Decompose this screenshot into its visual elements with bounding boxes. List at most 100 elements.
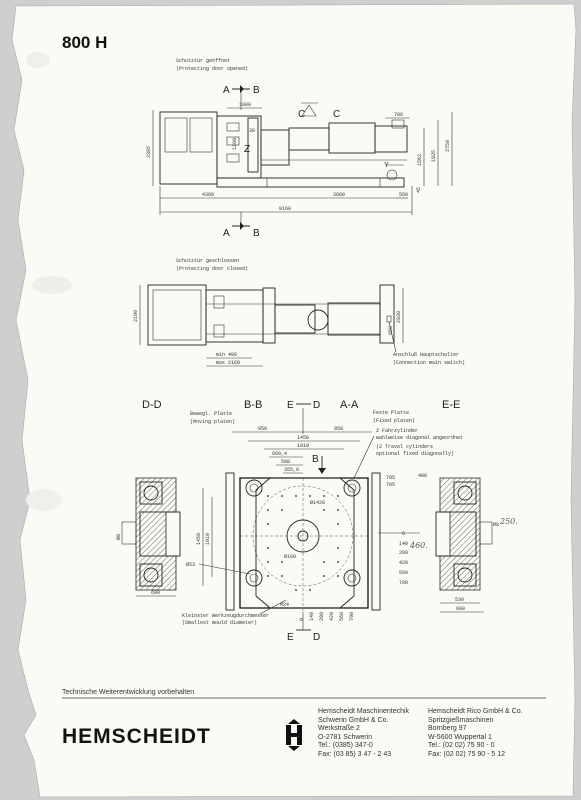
- paper-sheet: [11, 3, 577, 798]
- note-main-switch-en: (Connection main switch): [393, 360, 465, 366]
- document-title: 800 H: [62, 33, 108, 52]
- dim-2030: 2030: [396, 311, 402, 323]
- y-420: 420: [399, 560, 408, 566]
- address-left-line: Werkstraße 2: [318, 725, 360, 733]
- dim-600-ee: 600: [456, 606, 465, 612]
- side-view: Schutztür geöffnet (Protecting door open…: [146, 58, 453, 239]
- address-left-line: Hemscheidt Maschinentechik: [318, 708, 410, 715]
- dim-660-4: 660,4: [272, 451, 287, 457]
- dim-2100: 2100: [133, 310, 139, 322]
- section-b-bottom: B: [253, 228, 260, 239]
- dim-560: 560: [399, 192, 408, 198]
- dim-1200: 1200: [232, 138, 238, 150]
- dim-2750: 2750: [445, 140, 451, 152]
- paper-stain: [32, 276, 72, 294]
- section-b-top: B: [253, 85, 260, 96]
- dim-m24: M24: [280, 602, 289, 608]
- label-d-top: D: [313, 400, 320, 411]
- dim-950-left: 950: [258, 426, 267, 432]
- x-560: 560: [339, 612, 345, 621]
- side-caption-de: Schutztür geöffnet: [176, 58, 230, 64]
- dim-530: 530: [455, 597, 464, 603]
- dim-1000: 1000: [239, 102, 251, 108]
- address-right-line: Spritzgießmaschinen: [428, 716, 494, 724]
- address-left-line: Fax: (03 85) 3 47 - 2 43: [318, 750, 392, 758]
- dim-795: 795: [386, 475, 395, 481]
- dim-d160: Ø160: [284, 553, 296, 560]
- fixed-platen-de: Feste Platte: [373, 410, 409, 416]
- y-140: 140: [399, 541, 408, 547]
- top-view: Schutztür geschlossen (Protecting door c…: [133, 258, 465, 367]
- address-right-line: Hemscheidt Rico GmbH & Co.: [428, 708, 523, 715]
- footer-note: Technische Weiterentwicklung vorbehalten: [62, 689, 195, 696]
- dim-950-right: 950: [334, 426, 343, 432]
- label-e-bottom: E: [287, 632, 294, 643]
- address-left: Hemscheidt Maschinentechik Schwerin GmbH…: [318, 708, 409, 760]
- dim-2385: 2385: [146, 146, 152, 158]
- dim-max: max 2160: [216, 360, 240, 366]
- dim-1450: 1450: [297, 435, 309, 441]
- hemscheidt-logo-icon: [286, 719, 302, 751]
- section-c-left: C: [298, 109, 305, 120]
- dim-min: min 400: [216, 352, 237, 358]
- moving-platen-de: Bewegl. Platte: [190, 411, 232, 417]
- dim-d8-ee: Ø8: [493, 521, 499, 528]
- address-right-line: W-5600 Wuppertal 1: [428, 733, 492, 741]
- dim-45: 45: [416, 187, 422, 193]
- y-560: 560: [399, 570, 408, 576]
- address-right: Hemscheidt Rico GmbH & Co. Spritzgießmas…: [428, 708, 523, 760]
- dim-400: 400: [418, 473, 427, 479]
- dim-d8-dd: Ø8: [115, 534, 122, 540]
- dim-1010-vertical: 1010: [205, 533, 211, 545]
- top-caption-de: Schutztür geschlossen: [176, 258, 239, 264]
- dim-8160: 8160: [279, 206, 291, 212]
- dim-1010: 1010: [297, 443, 309, 449]
- section-c-right: C: [333, 109, 340, 120]
- address-right-line: Tel.: (02 02) 75 90 - 0: [428, 742, 495, 750]
- top-caption-en: (Protecting door closed): [176, 266, 248, 272]
- cylinder-note-en-2: optional fixed diagonally): [376, 451, 454, 457]
- section-a-bottom: A: [223, 228, 230, 239]
- label-e-top: E: [287, 400, 294, 411]
- dim-1562: 1562: [417, 154, 423, 166]
- section-ee: E-E: [442, 399, 460, 411]
- x-420: 420: [329, 612, 335, 621]
- cylinder-note-de-1: 2 Fahrzylinder: [376, 428, 418, 434]
- address-left-line: Tel.: (0385) 347-0: [318, 742, 373, 750]
- section-bb: B-B: [244, 399, 262, 411]
- label-y: Y: [384, 162, 389, 169]
- y-0: 0: [402, 531, 405, 537]
- dim-508: 508: [281, 459, 290, 465]
- section-aa: A-A: [340, 399, 359, 411]
- address-right-line: Bornberg 97: [428, 725, 467, 733]
- section-a-top: A: [223, 85, 230, 96]
- smallest-mould-en: (Smallest mould diameter): [182, 620, 257, 626]
- platen-view: D-D B-B A-A E-E E D Bewegl. Platte (Movi…: [115, 399, 518, 643]
- dim-3600: 3600: [333, 192, 345, 198]
- fixed-platen-en: (Fixed platen): [373, 418, 415, 424]
- label-z: Z: [244, 144, 250, 155]
- cylinder-note-en-1: (2 Travel cylinders: [376, 444, 433, 450]
- dim-d53: Ø53: [186, 561, 195, 568]
- handwritten-note-460: 460.: [409, 541, 428, 550]
- dim-30: 30: [249, 128, 255, 134]
- handwritten-note-250: 250.: [499, 517, 518, 526]
- dim-4360: 4360: [202, 192, 214, 198]
- label-d-bottom: D: [313, 632, 320, 643]
- brand-logo-text: HEMSCHEIDT: [62, 725, 211, 748]
- paper-stain: [26, 52, 50, 68]
- address-right-line: Fax: (02 02) 75 90 - 5 12: [428, 750, 506, 758]
- x-280: 280: [319, 612, 325, 621]
- section-dd: D-D: [142, 399, 162, 411]
- label-b: B: [312, 454, 319, 465]
- y-700: 700: [399, 580, 408, 586]
- x-700: 700: [349, 612, 355, 621]
- x-0: 0: [299, 618, 305, 621]
- smallest-mould-de: Kleinster Werkzeugdurchmesser: [182, 613, 269, 619]
- dim-1925: 1925: [431, 150, 437, 162]
- x-140: 140: [309, 612, 315, 621]
- cylinder-note-de-2: wahlweise diagonal angeordnet: [376, 435, 463, 441]
- side-caption-en: (Protecting door opened): [176, 66, 248, 72]
